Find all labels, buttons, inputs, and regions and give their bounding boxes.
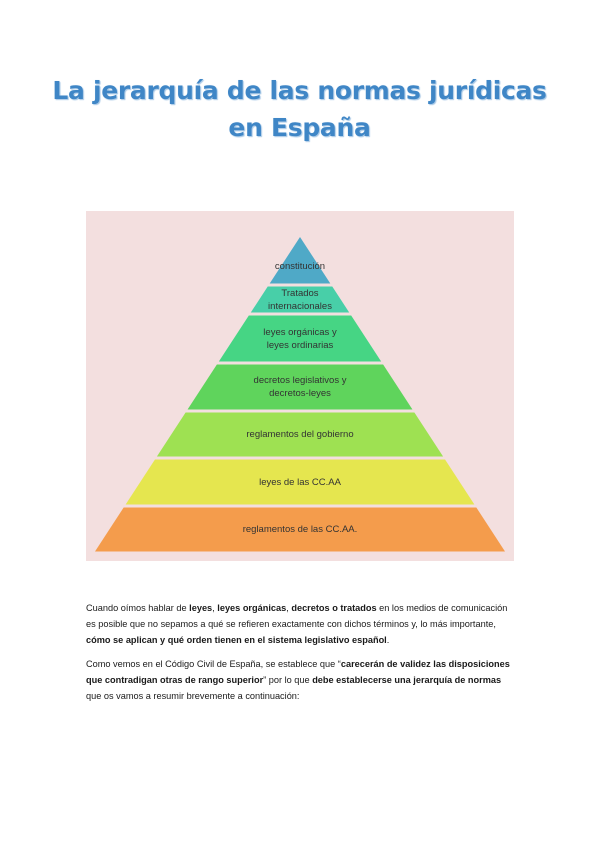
p1-text: ,	[212, 603, 218, 613]
paragraph-2: Como vemos en el Código Civil de España,…	[86, 656, 516, 704]
tier-label-line-1: constitución	[274, 260, 326, 272]
pyramid-tier	[218, 315, 382, 362]
tier-label-line-1: reglamentos de las CC.AA.	[242, 524, 358, 535]
tier-label-line-1: Tratados	[281, 287, 319, 299]
p2-bold: carecerán de validez las disposiciones q…	[86, 659, 510, 685]
tier-label-line-2: decretos-leyes	[269, 388, 331, 399]
pyramid-tier	[94, 507, 506, 552]
tier-label-line-2: internacionales	[268, 300, 332, 312]
p1-bold: cómo se aplican y qué orden tienen en el…	[86, 635, 387, 645]
p1-text: .	[386, 635, 390, 645]
pyramid-tier-label: leyes de las CC.AA	[86, 476, 514, 489]
p2-bold: debe establecerse una jerarquía de norma…	[312, 675, 502, 685]
page-title-line-1: La jerarquía de las normas jurídicas	[52, 76, 547, 105]
p1-bold: decretos o tratados	[291, 603, 377, 613]
tier-label-line-1: reglamentos del gobierno	[246, 429, 354, 440]
pyramid-tier	[125, 459, 475, 505]
paragraph-1: Cuando oímos hablar de leyes, leyes orgá…	[86, 600, 516, 648]
tier-label-line-1: leyes orgánicas y	[263, 326, 337, 338]
page-title-line-2: en España	[228, 113, 371, 142]
p1-bold: leyes	[189, 603, 213, 613]
p1-text: en los medios de comunicación es posible…	[86, 603, 508, 629]
pyramid-tier-label: constitución	[86, 260, 514, 273]
pyramid-tier-label: decretos legislativos y decretos-leyes	[86, 374, 514, 400]
pyramid-tier	[187, 364, 413, 410]
p1-text: Cuando oímos hablar de	[86, 603, 190, 613]
p2-text: que os vamos a resumir brevemente a cont…	[86, 691, 300, 701]
tier-label-line-1: leyes de las CC.AA	[259, 476, 341, 488]
tier-label-line-2: leyes ordinarias	[266, 339, 334, 351]
p2-text: ” por lo que	[263, 675, 313, 685]
pyramid-tier	[250, 286, 350, 313]
pyramid-tier	[156, 412, 444, 457]
p1-text: ,	[286, 603, 292, 613]
tier-label-line-1: decretos legislativos y	[253, 375, 347, 386]
pyramid-tier-label: reglamentos del gobierno	[86, 428, 514, 441]
pyramid-tier-label: reglamentos de las CC.AA.	[86, 523, 514, 536]
pyramid-svg	[94, 237, 506, 552]
pyramid-tier	[269, 237, 331, 284]
p2-text: Como vemos en el Código Civil de España,…	[86, 659, 341, 669]
p1-bold: leyes orgánicas	[217, 603, 287, 613]
